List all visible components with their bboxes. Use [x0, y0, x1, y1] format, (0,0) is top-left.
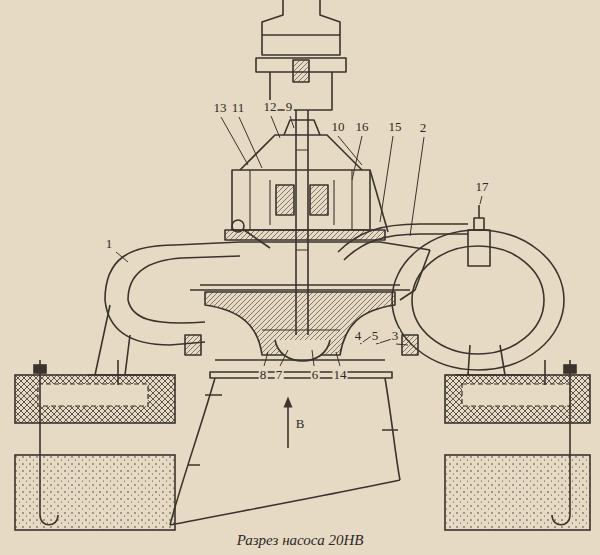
callout-number: 7 — [275, 368, 284, 382]
pump-outline — [88, 0, 564, 525]
callout-number: 2 — [419, 121, 428, 135]
callout-number: 3 — [391, 329, 400, 343]
callout-number: 8 — [259, 368, 268, 382]
callout-number: 6 — [311, 368, 320, 382]
callout-number: 15 — [388, 120, 403, 134]
flow-direction-label: В — [295, 417, 306, 431]
callout-number: 14 — [333, 368, 348, 382]
foundation — [15, 360, 590, 530]
figure-caption: Разрез насоса 20НВ — [237, 532, 364, 549]
callout-number: 5 — [371, 329, 380, 343]
callout-number: 10 — [331, 120, 346, 134]
callout-number: 16 — [355, 120, 370, 134]
callout-number: 4 — [354, 329, 363, 343]
callout-number: 12 — [263, 100, 278, 114]
callout-number: 11 — [231, 101, 246, 115]
callout-number: 17 — [475, 180, 490, 194]
callout-number: 1 — [105, 237, 114, 251]
callout-number: 13 — [213, 101, 228, 115]
callout-number: 9 — [285, 100, 294, 114]
